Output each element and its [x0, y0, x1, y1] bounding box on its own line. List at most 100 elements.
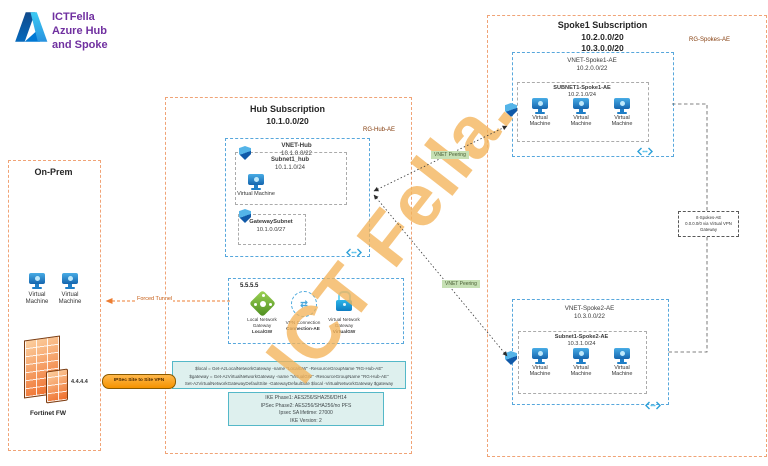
virtual-network-gateway-icon: [335, 291, 353, 311]
vnet-icon: [645, 401, 661, 410]
vnet-peering-label-1: VNET Peering: [431, 151, 469, 159]
nsg-shield-icon: [505, 103, 517, 117]
vnet-spoke1-title: VNET-Spoke1-AE 10.2.0.0/22: [512, 57, 672, 73]
vnet-spoke2-cidr: 10.3.0.0/22: [574, 312, 605, 320]
vm-label: Virtual Machine: [529, 115, 551, 128]
subnet-spoke2-name: Subnet1-Spoke2-AE: [554, 334, 609, 340]
vm-icon: [614, 98, 630, 114]
vm-icon: [614, 348, 630, 364]
logo-line2: Azure Hub: [52, 24, 107, 37]
vnet-hub-title: VNET-Hub 10.1.0.0/22: [225, 142, 368, 158]
firewall-label: Fortinet FW: [29, 410, 67, 417]
vpn-connection-icon: ⇄: [291, 291, 317, 317]
subnet-spoke1-title: SUBNET1-Spoke1-AE 10.2.1.0/24: [517, 85, 647, 99]
vm-label: Virtual Machine: [529, 365, 551, 378]
route-line2: 0.0.0.0/0 via Virtual VPN: [685, 221, 732, 227]
spoke-cidr2: 10.3.0.0/20: [581, 42, 624, 53]
vm-icon: [573, 98, 589, 114]
vm-label: Virtual Machine: [58, 292, 82, 306]
logo-line1: ICTFella: [52, 11, 95, 23]
vnet-icon: [346, 248, 362, 257]
hub-title: Hub Subscription: [250, 104, 325, 114]
subnet1-hub-title: Subnet1_hub 10.1.1.0/24: [235, 157, 345, 172]
ike-line2: IPSec Phase2: AES256/SHA256/no PFS: [260, 402, 352, 409]
route-table-box: rt-Spokes-AE 0.0.0.0/0 via Virtual VPN G…: [678, 211, 739, 237]
vpn-public-ip: 5.5.5.5: [240, 283, 259, 289]
local-network-gateway-label: Local Network Gateway LocalGW: [238, 317, 286, 335]
lng-name: LocalGW: [251, 328, 273, 334]
vnet-icon: [637, 147, 653, 156]
subnet1-hub-name: Subnet1_hub: [270, 157, 309, 163]
azure-logo-icon: [15, 12, 48, 42]
subnet1-hub-cidr: 10.1.1.0/24: [274, 164, 306, 171]
vm-icon: [532, 98, 548, 114]
spoke-title-block: Spoke1 Subscription 10.2.0.0/20 10.3.0.0…: [490, 20, 715, 54]
subnet-spoke1-name: SUBNET1-Spoke1-AE: [553, 85, 611, 91]
gateway-subnet-box: [238, 214, 306, 245]
subnet1-hub-box: [235, 152, 347, 205]
connection-arrows-glyph: ⇄: [300, 298, 308, 309]
firewall-icon: [46, 368, 68, 404]
virtual-network-gateway-label: Virtual Network Gateway VirtualGW: [320, 317, 368, 335]
vm-label: Virtual Machine: [570, 365, 592, 378]
onprem-box: [8, 160, 101, 451]
vm-label: Virtual Machine: [611, 115, 633, 128]
vnet-hub-box: [225, 138, 370, 257]
nsg-shield-icon: [505, 351, 517, 365]
nsg-shield-icon: [239, 146, 251, 160]
ps-line3: Set-AzVirtualNetworkGatewayDefaultSite -…: [184, 381, 394, 387]
vnet-peering-label-2: VNET Peering: [442, 280, 480, 288]
vm-icon: [29, 273, 45, 289]
onprem-public-ip: 4.4.4.4: [71, 379, 88, 385]
ike-line4: IKE Version: 2: [290, 417, 322, 424]
subnet-spoke1-cidr: 10.2.1.0/24: [568, 91, 596, 98]
vnet-hub-name: VNET-Hub: [281, 142, 312, 149]
vng-line2: Gateway: [334, 322, 354, 328]
local-network-gateway-icon: [249, 290, 277, 318]
vng-line1: Virtual Network: [328, 317, 360, 322]
hub-cidr: 10.1.0.0/20: [266, 115, 309, 126]
vnet-spoke2-title: VNET-Spoke2-AE 10.3.0.0/22: [512, 305, 667, 321]
vm-icon: [248, 174, 264, 190]
ike-parameters-box: IKE Phase1: AES256/SHA256/DH14 IPSec Pha…: [228, 392, 384, 426]
ipsec-vpn-pill: IPSec Site to Site VPN: [102, 374, 176, 389]
onprem-title: On-Prem: [34, 167, 73, 177]
ps-line1: $local = Get-AzLocalNetworkGateway -name…: [195, 366, 383, 371]
lng-line2: Gateway: [252, 322, 272, 328]
vnet-spoke1-cidr: 10.2.0.0/22: [576, 64, 608, 72]
nsg-shield-icon: [239, 209, 251, 223]
vm-icon: [62, 273, 78, 289]
hub-title-block: Hub Subscription 10.1.0.0/20: [165, 104, 410, 127]
route-line1: rt-Spokes-AE: [695, 215, 722, 220]
ike-line3: Ipsec SA lifetime: 27000: [279, 410, 333, 416]
gateway-subnet-name: GatewaySubnet: [249, 219, 293, 225]
vm-icon: [532, 348, 548, 364]
gateway-subnet-cidr: 10.1.0.0/27: [256, 226, 286, 233]
gateway-subnet-title: GatewaySubnet 10.1.0.0/27: [238, 219, 304, 234]
subnet-spoke2-box: [518, 331, 647, 394]
conn-line1: VPN Connection: [285, 320, 321, 325]
spoke-title: Spoke1 Subscription: [557, 20, 648, 30]
subnet-spoke2-title: Subnet1-Spoke2-AE 10.3.1.0/24: [518, 334, 645, 348]
route-line3: Gateway: [700, 227, 717, 233]
vnet-spoke1-name: VNET-Spoke1-AE: [567, 57, 617, 64]
spoke-resource-group-label: RG-Spokes-AE: [688, 37, 730, 43]
lng-line1: Local Network: [247, 317, 277, 322]
vm-label: Virtual Machine: [237, 191, 275, 197]
ike-line1: IKE Phase1: AES256/SHA256/DH14: [265, 395, 347, 401]
hub-resource-group-label: RG-Hub-AE: [362, 127, 395, 133]
vm-label: Virtual Machine: [570, 115, 592, 128]
powershell-commands-box: $local = Get-AzLocalNetworkGateway -name…: [172, 361, 406, 389]
forced-tunnel-label: Forced Tunnel: [136, 296, 174, 302]
ps-line2: $gateway = Get-AzVirtualNetworkGateway -…: [189, 373, 389, 379]
vnet-spoke2-name: VNET-Spoke2-AE: [564, 305, 615, 312]
subnet-spoke1-box: [517, 82, 649, 142]
vm-label: Virtual Machine: [611, 365, 633, 378]
spoke-cidr1: 10.2.0.0/20: [581, 31, 624, 42]
logo-text: ICTFella Azure Hub and Spoke: [52, 11, 108, 52]
conn-name: Connection-AE: [286, 325, 320, 331]
vm-icon: [573, 348, 589, 364]
vng-name: VirtualGW: [332, 328, 356, 334]
logo-line3: and Spoke: [52, 38, 108, 51]
